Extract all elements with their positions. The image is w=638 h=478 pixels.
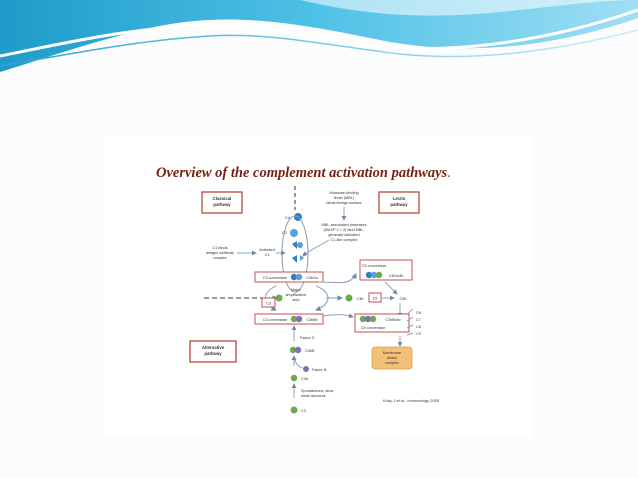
citation: Kuby J et al., Immunology 2005 [383,398,440,403]
c1-binds-label: C1 binds antigen-antibody complex [206,246,234,260]
svg-text:step: step [292,298,299,302]
late-components-list: C6 C7 C8 C9 [406,308,421,336]
c4-label: C4 [285,215,291,220]
c1-complex-icons [292,241,304,263]
svg-text:pathway: pathway [204,351,222,356]
svg-text:(MASP 1 + 2) bind MBL,: (MASP 1 + 2) bind MBL, [324,228,365,232]
svg-text:C8: C8 [416,325,421,329]
c3b-low-molecule [290,374,298,382]
header-wave-decoration [0,0,638,72]
factor-b-label: Factor B [312,368,327,372]
c5-convertase-classical: C5 convertase C4b2a3b [359,259,413,281]
svg-text:MBL-associated proteases: MBL-associated proteases [322,223,367,227]
major-amplification-label: Major amplification step [285,288,306,302]
svg-text:binds foreign surface: binds foreign surface [326,201,361,205]
c3b-mid-molecule [345,294,353,302]
svg-text:pathway: pathway [213,202,231,207]
c3-left-box [261,297,276,308]
diagram-panel: Overview of the complement activation pa… [104,136,532,438]
svg-text:Activated: Activated [259,248,275,252]
svg-text:pathway: pathway [390,202,408,207]
svg-text:C3bBb: C3bBb [306,318,318,322]
svg-text:C5 convertase: C5 convertase [361,326,385,330]
lectin-pathway-box: Lectin pathway [378,191,420,214]
c3-convertase-alternative: C3 convertase C3bBb [254,313,324,325]
c2-label: C2 [282,230,288,235]
c3-bottom-molecule [290,406,298,414]
alternative-pathway-box: Alternative pathway [189,340,237,363]
svg-text:Spontaneous, slow,: Spontaneous, slow, [301,389,334,393]
svg-text:attack: attack [387,356,397,360]
factor-d-label: Factor D [300,336,315,340]
complement-pathway-diagram: Overview of the complement activation pa… [156,165,451,414]
svg-text:C5 convertase: C5 convertase [362,264,386,268]
c3b-low-label: C3b [301,377,308,381]
c3-convertase-classical: C3 convertase C4b2a [254,271,324,283]
svg-text:C6: C6 [416,311,421,315]
svg-text:C3 convertase: C3 convertase [263,276,287,280]
svg-text:Lectin: Lectin [393,196,406,201]
svg-text:antigen-antibody: antigen-antibody [206,251,234,255]
activated-c1-label: Activated C1 [259,248,275,257]
svg-text:C1: C1 [265,253,270,257]
svg-text:C3 convertase: C3 convertase [263,318,287,322]
factor-b-molecule [303,366,309,372]
c5-label: C5 [373,297,378,301]
c3-bottom-label: C3 [301,409,306,413]
slide-title: Overview of the complement activation pa… [156,165,451,181]
c3bb-label: C3bB [305,349,315,353]
svg-text:Major: Major [291,288,301,292]
svg-text:Classical: Classical [213,196,232,201]
c5-convertase-alternative: C3bBb3b C5 convertase [354,313,410,333]
svg-text:Mannose-binding: Mannose-binding [329,191,358,195]
svg-text:small amounts: small amounts [301,394,326,398]
svg-text:C1 binds: C1 binds [213,246,228,250]
c3b-amplification-molecule [275,294,283,302]
classical-pathway-box: Classical pathway [201,191,243,214]
membrane-attack-complex: Membrane attack complex [371,346,413,370]
svg-text:C4b2a3b: C4b2a3b [389,274,404,278]
masp-label: MBL-associated proteases (MASP 1 + 2) bi… [322,223,367,242]
svg-text:C9: C9 [416,332,421,336]
svg-text:complex: complex [385,361,399,365]
svg-text:C1-like complex: C1-like complex [330,238,357,242]
svg-text:C7: C7 [416,318,421,322]
svg-text:C4b2a: C4b2a [306,276,318,280]
svg-text:generate activated: generate activated [328,233,359,237]
svg-text:Alternative: Alternative [202,345,225,350]
c3b-mid-label: C3b [357,297,364,301]
spontaneous-label: Spontaneous, slow, small amounts [301,389,334,398]
c2-molecule [290,229,298,237]
c3-left-label: C3 [266,302,271,306]
svg-text:lectin (MBL): lectin (MBL) [334,196,355,200]
c5b-label: C5b [400,297,407,301]
c3bb-molecule [289,346,302,354]
svg-text:complex: complex [213,256,227,260]
c5-box [368,292,382,303]
svg-text:amplification: amplification [285,293,306,297]
svg-text:Membrane: Membrane [383,351,401,355]
svg-text:C3bBb3b: C3bBb3b [386,318,401,322]
mbl-label: Mannose-binding lectin (MBL) binds forei… [326,191,361,205]
